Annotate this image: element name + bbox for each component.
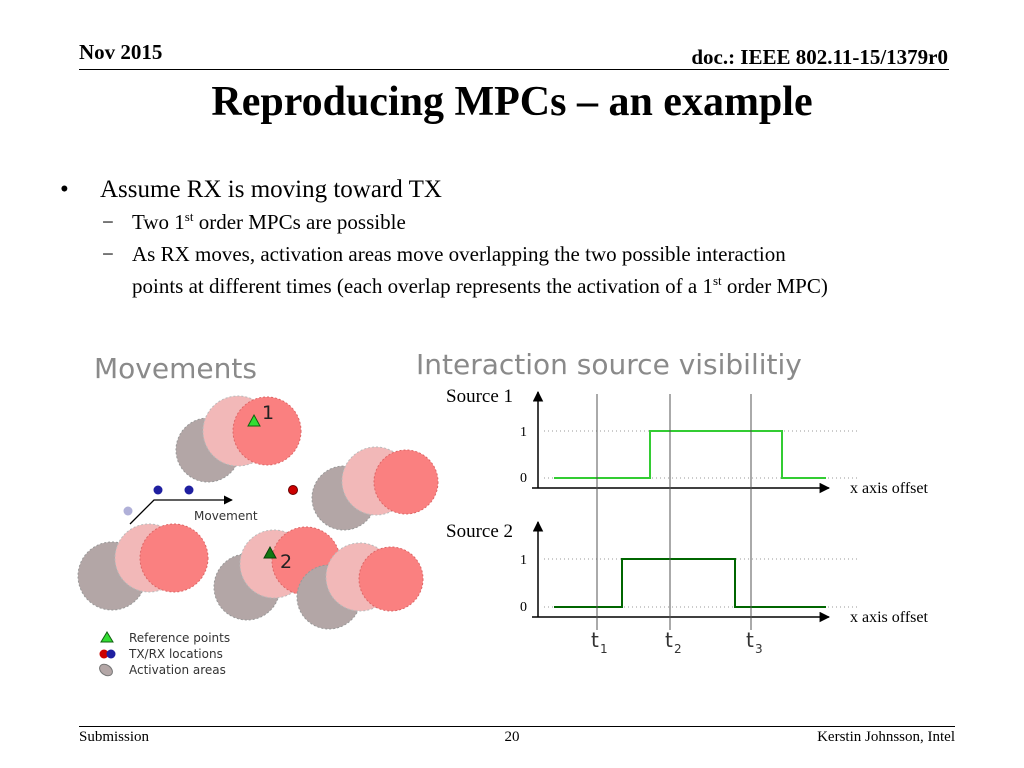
movement-arrow	[129, 495, 233, 525]
dash-icon: −	[102, 210, 114, 234]
sub-bullet-item: − Two 1st order MPCs are possible	[60, 206, 1000, 238]
source1-label: Source 1	[446, 386, 513, 407]
t1-label-main: t	[591, 628, 599, 652]
bullet-list: • Assume RX is moving toward TX − Two 1s…	[60, 174, 1000, 302]
t1-label: t 1	[591, 628, 608, 656]
header-doc-id: doc.: IEEE 802.11-15/1379r0	[691, 45, 948, 69]
legend-reference-label: Reference points	[129, 631, 230, 645]
rx-location-icon	[153, 485, 163, 495]
legend-txrx-label: TX/RX locations	[128, 647, 223, 661]
t2-label-sub: 2	[674, 642, 682, 656]
source1-plot: Source 1 1 0 x axis offset	[446, 386, 928, 497]
sub-bullet-text-pre: Two 1	[132, 210, 185, 234]
superscript: st	[184, 209, 194, 224]
activation-cluster-bottom-left	[77, 523, 209, 611]
header-date: Nov 2015	[79, 40, 163, 64]
movements-title: Movements	[94, 352, 257, 385]
activation-cluster-bottom-right	[296, 542, 424, 630]
rx-location-icon	[184, 485, 194, 495]
source2-signal	[554, 558, 826, 608]
t3-label-main: t	[746, 628, 754, 652]
sub-bullet-line1: As RX moves, activation areas move overl…	[132, 242, 786, 266]
mpc-figure: Movements 1	[77, 348, 928, 677]
legend: Reference points TX/RX locations Activat…	[99, 631, 230, 677]
slide-title: Reproducing MPCs – an example	[211, 79, 813, 125]
superscript: st	[712, 273, 722, 288]
dash-icon: −	[102, 242, 114, 266]
source1-x-label: x axis offset	[850, 480, 928, 497]
source2-tick-low: 0	[520, 600, 527, 615]
t1-label-sub: 1	[600, 642, 608, 656]
reference-point-2-icon	[263, 545, 277, 559]
source2-tick-high: 1	[520, 553, 527, 568]
legend-rx-icon	[106, 649, 116, 659]
reference-point-1-label: 1	[262, 402, 274, 424]
sub-bullet-line2-pre: points at different times (each overlap …	[132, 274, 713, 298]
t3-label: t 3	[746, 628, 763, 656]
source1-tick-high: 1	[520, 425, 527, 440]
reference-point-2-label: 2	[280, 551, 292, 573]
reference-point-1-icon	[247, 413, 261, 427]
sub-bullet-line2-post: order MPC)	[721, 274, 828, 298]
bullet-item: • Assume RX is moving toward TX	[60, 174, 1000, 206]
footer-author: Kerstin Johnsson, Intel	[817, 729, 955, 745]
legend-activation-label: Activation areas	[129, 663, 226, 677]
source2-plot: Source 2 1 0 x axis offset	[446, 520, 928, 626]
header-divider	[79, 69, 949, 70]
rx-start-location-icon	[123, 506, 133, 516]
t2-label-main: t	[665, 628, 673, 652]
legend-tx-icon	[99, 649, 109, 659]
visibility-panel: Interaction source visibilitiy Source 1 …	[416, 348, 928, 656]
source1-signal	[554, 430, 826, 479]
footer-page-number: 20	[504, 729, 520, 745]
sub-bullet-text-post: order MPCs are possible	[193, 210, 406, 234]
tx-location-icon	[288, 485, 298, 495]
footer-divider	[79, 726, 955, 727]
sub-bullet-item: − As RX moves, activation areas move ove…	[60, 238, 1000, 302]
visibility-title: Interaction source visibilitiy	[416, 348, 802, 381]
source1-tick-low: 0	[520, 471, 527, 486]
legend-activation-icon	[99, 663, 113, 677]
source2-x-label: x axis offset	[850, 609, 928, 626]
t3-label-sub: 3	[755, 642, 763, 656]
activation-cluster-right	[311, 446, 439, 531]
source2-label: Source 2	[446, 521, 513, 542]
movement-label: Movement	[194, 509, 258, 523]
activation-cluster-top	[175, 395, 302, 483]
legend-reference-icon	[100, 631, 114, 643]
footer-submission: Submission	[79, 729, 150, 745]
movements-panel: Movements 1	[77, 352, 439, 677]
bullet-dot-icon: •	[60, 176, 69, 203]
t2-label: t 2	[665, 628, 682, 656]
bullet-text: Assume RX is moving toward TX	[100, 176, 442, 203]
